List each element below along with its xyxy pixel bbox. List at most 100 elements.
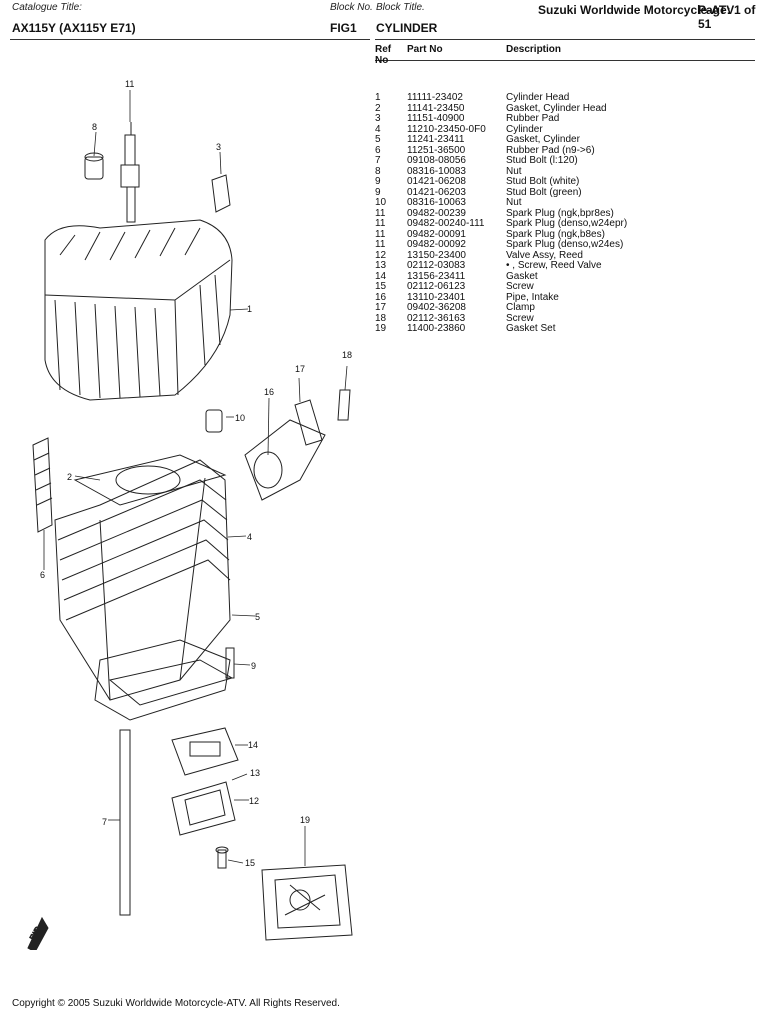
part-no-cell: 09482-00239 [407, 207, 466, 219]
ref-no-cell: 7 [375, 155, 381, 166]
callout-14: 14 [248, 740, 258, 750]
part-no-cell: 11241-23411 [407, 134, 465, 145]
part-no-cell: 08316-10063 [407, 197, 466, 208]
description-cell: Spark Plug (ngk,bpr8es) [506, 207, 614, 219]
page-number: Page: 1 of 51 [698, 3, 756, 31]
catalogue-title: AX115Y (AX115Y E71) [12, 21, 136, 35]
exploded-diagram: FWD 1 2 3 4 5 6 7 8 9 10 11 12 13 [27, 79, 353, 950]
ref-no-cell: 5 [375, 134, 381, 145]
part-no-cell: 11210-23450-0F0 [407, 123, 486, 135]
description-cell: Rubber Pad [506, 113, 560, 124]
description-cell: Nut [506, 165, 522, 177]
callout-8: 8 [92, 122, 97, 132]
description-cell: Gasket, Cylinder Head [506, 102, 607, 114]
block-title: CYLINDER [376, 21, 438, 35]
description-cell: Nut [506, 197, 522, 208]
description-cell: Rubber Pad (n9->6) [506, 144, 595, 156]
table-row: 11 09482-00091 Spark Plug (ngk,b8es) [375, 228, 627, 241]
part-no-cell: 11141-23450 [407, 102, 465, 114]
ref-no-cell: 11 [375, 207, 386, 219]
ref-no-cell: 12 [375, 249, 387, 261]
table-row: 2 11141-23450 Gasket, Cylinder Head [375, 102, 627, 115]
intake-pipe-drawing [244, 389, 351, 501]
stud-bolt-9-drawing [225, 647, 235, 679]
part-no-cell: 09482-00240-111 [407, 218, 485, 229]
part-no-cell: 01421-06208 [407, 176, 466, 187]
ref-no-cell: 19 [375, 323, 387, 334]
part-no-cell: 02112-03083 [407, 260, 466, 271]
part-no-cell: 09482-00091 [407, 228, 466, 240]
callout-19: 19 [300, 815, 310, 825]
nut-10-drawing [205, 409, 223, 433]
callout-1: 1 [247, 304, 252, 314]
table-row: 11 09482-00239 Spark Plug (ngk,bpr8es) [375, 207, 627, 220]
table-row: 5 11241-23411 Gasket, Cylinder [375, 134, 627, 146]
cylinder-head-drawing [44, 219, 233, 401]
description-cell: Clamp [506, 302, 535, 313]
description-cell: Spark Plug (ngk,b8es) [506, 228, 605, 240]
description-cell: Spark Plug (denso,w24epr) [506, 218, 628, 229]
part-no-cell: 02112-06123 [407, 281, 466, 292]
col-part-header: Part No [407, 44, 443, 55]
callout-7: 7 [102, 817, 107, 827]
callout-13: 13 [250, 768, 260, 778]
description-cell: • , Screw, Reed Valve [506, 260, 602, 271]
table-header-row: Ref No Part No Description [375, 44, 627, 66]
ref-no-cell: 15 [375, 281, 387, 292]
table-row: 13 02112-03083 • , Screw, Reed Valve [375, 260, 627, 272]
part-no-cell: 09482-00092 [407, 239, 466, 250]
part-no-cell: 09402-36208 [407, 302, 466, 313]
table-header-rule [375, 60, 755, 61]
ref-no-cell: 4 [375, 123, 381, 135]
ref-no-cell: 6 [375, 144, 381, 156]
gasket-set-drawing [261, 864, 353, 941]
block-no: FIG1 [330, 21, 357, 35]
description-cell: Stud Bolt (green) [506, 186, 582, 198]
part-no-cell: 02112-36163 [407, 312, 466, 324]
ref-no-cell: 2 [375, 102, 381, 114]
table-row: 19 11400-23860 Gasket Set [375, 323, 627, 335]
description-cell: Stud Bolt (l:120) [506, 155, 578, 166]
part-no-cell: 11400-23860 [407, 323, 466, 334]
ref-no-cell: 11 [375, 239, 386, 250]
part-no-cell: 13156-23411 [407, 270, 466, 282]
callout-15: 15 [245, 858, 255, 868]
ref-no-cell: 11 [375, 228, 386, 240]
description-cell: Gasket, Cylinder [506, 134, 580, 145]
ref-no-cell: 16 [375, 291, 387, 303]
part-no-cell: 08316-10083 [407, 165, 466, 177]
ref-no-cell: 11 [375, 218, 386, 229]
ref-no-cell: 8 [375, 165, 381, 177]
table-row: 10 08316-10063 Nut [375, 197, 627, 209]
catalogue-title-label: Catalogue Title: [12, 2, 82, 13]
callout-16: 16 [264, 387, 274, 397]
part-no-cell: 13110-23401 [407, 291, 466, 303]
header-rule-right [375, 39, 755, 40]
ref-no-cell: 10 [375, 197, 387, 208]
cylinder-gasket-drawing [108, 659, 234, 706]
rubber-pad-6-drawing [32, 437, 53, 533]
callout-2: 2 [67, 472, 72, 482]
description-cell: Valve Assy, Reed [506, 249, 583, 261]
callout-4: 4 [247, 532, 252, 542]
table-row: 11 09482-00240-111 Spark Plug (denso,w24ep… [375, 218, 628, 230]
ref-no-cell: 13 [375, 260, 387, 271]
callout-11: 11 [125, 79, 134, 89]
stud-bolt-7-drawing [119, 729, 131, 916]
screw-15-drawing [215, 846, 229, 869]
part-no-cell: 13150-23400 [407, 249, 466, 261]
description-cell: Gasket Set [506, 323, 556, 334]
description-cell: Screw [506, 312, 534, 324]
ref-no-cell: 3 [375, 113, 381, 124]
block-no-label: Block No. [330, 2, 373, 13]
